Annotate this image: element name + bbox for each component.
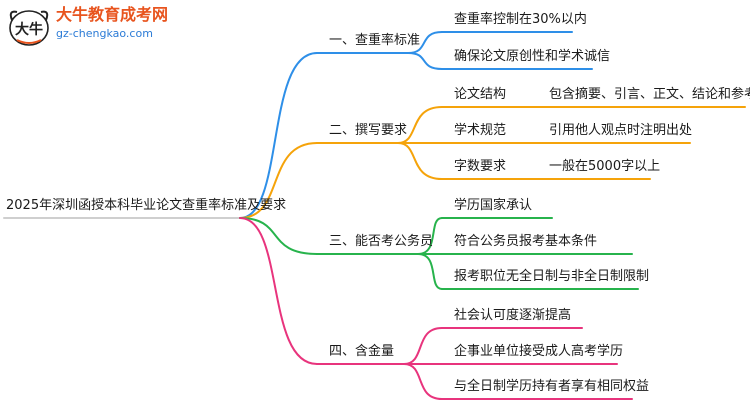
leaf-connector — [397, 142, 443, 180]
leaf-connector — [403, 363, 443, 400]
leaf-node: 学历国家承认 — [454, 198, 533, 213]
branch-connector — [239, 217, 318, 255]
branch-node[interactable]: 三、能否考公务员 — [329, 234, 434, 249]
leaf-node: 确保论文原创性和学术诚信 — [454, 49, 611, 64]
leaf-node: 字数要求 — [454, 159, 507, 174]
logo-url: gz-chengkao.com — [56, 27, 153, 40]
branch-connector — [239, 52, 318, 219]
leaf-connector — [417, 217, 443, 255]
logo-title: 大牛教育成考网 — [56, 5, 169, 24]
subleaf-node: 包含摘要、引言、正文、结论和参考文献 — [549, 87, 750, 102]
leaf-node: 符合公务员报考基本条件 — [454, 234, 598, 249]
branch-node[interactable]: 一、查重率标准 — [329, 33, 421, 48]
branch-connector — [239, 142, 318, 219]
ox-logo-icon: 大牛 — [9, 10, 49, 46]
leaf-node: 报考职位无全日制与非全日制限制 — [454, 269, 650, 284]
leaf-node: 社会认可度逐渐提高 — [454, 308, 572, 323]
root-topic: 2025年深圳函授本科毕业论文查重率标准及要求 — [6, 198, 287, 213]
leaf-connector — [403, 327, 443, 365]
leaf-connector — [397, 106, 443, 144]
subleaf-node: 一般在5000字以上 — [549, 159, 661, 174]
leaf-node: 论文结构 — [454, 87, 507, 102]
leaf-node: 查重率控制在30%以内 — [454, 12, 587, 27]
logo-mark-text: 大牛 — [15, 21, 43, 38]
leaf-connector — [417, 253, 443, 290]
branch-connector — [239, 217, 318, 365]
leaf-node: 学术规范 — [454, 123, 507, 138]
branch-node[interactable]: 四、含金量 — [329, 344, 395, 359]
leaf-node: 与全日制学历持有者享有相同权益 — [454, 379, 650, 394]
leaf-connector — [407, 52, 443, 70]
branch-node[interactable]: 二、撰写要求 — [329, 123, 408, 138]
leaf-node: 企事业单位接受成人高考学历 — [454, 344, 624, 359]
subleaf-node: 引用他人观点时注明出处 — [549, 123, 693, 138]
